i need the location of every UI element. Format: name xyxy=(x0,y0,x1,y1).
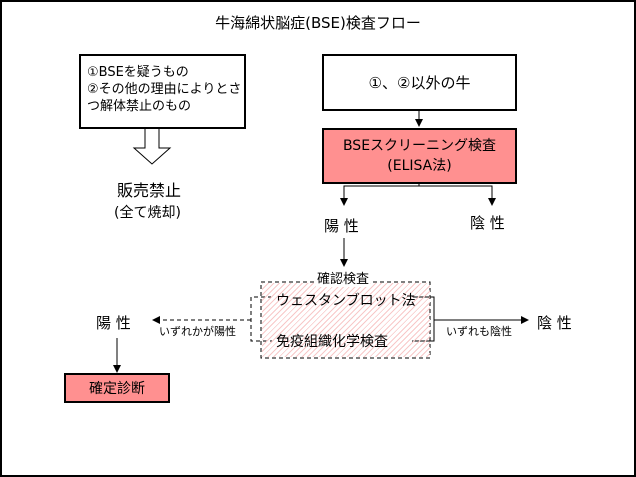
final-diagnosis-box: 確定診断 xyxy=(64,373,170,403)
suspected-cattle-box: ①BSEを疑うもの ②その他の理由によりとさ つ解体禁止のもの xyxy=(79,54,246,129)
screening-split xyxy=(343,185,493,205)
screening-negative-label: 陰 性 xyxy=(470,214,505,232)
left-box-line: ①BSEを疑うもの xyxy=(87,65,189,80)
other-cattle-label: ①、②以外の牛 xyxy=(368,74,471,92)
sale-ban-label: 販売禁止 xyxy=(117,181,182,200)
diagram-title: 牛海綿状脳症(BSE)検査フロー xyxy=(215,14,421,32)
left-box-line: ②その他の理由によりとさ xyxy=(87,82,242,97)
screening-test-box: BSEスクリーニング検査 (ELISA法) xyxy=(322,128,517,184)
sale-ban-sublabel: (全て焼却) xyxy=(114,205,181,221)
other-cattle-box: ①、②以外の牛 xyxy=(322,54,517,111)
final-negative-label: 陰 性 xyxy=(537,314,572,332)
final-positive-label: 陽 性 xyxy=(96,314,131,332)
final-diagnosis-label: 確定診断 xyxy=(89,381,145,397)
negative-condition-label: いずれも陰性 xyxy=(446,325,512,338)
left-box-line: つ解体禁止のもの xyxy=(87,99,192,114)
confirm-hatch xyxy=(262,283,430,357)
positive-bracket xyxy=(250,296,272,342)
confirm-method-ihc: 免疫組織化学検査 xyxy=(276,334,388,350)
screening-positive-label: 陽 性 xyxy=(324,217,359,235)
hollow-down-arrow-icon xyxy=(132,128,172,165)
screening-line2: (ELISA法) xyxy=(387,158,452,174)
confirm-method-western-blot: ウェスタンブロット法 xyxy=(276,293,416,309)
screening-line1: BSEスクリーニング検査 xyxy=(342,138,497,154)
positive-condition-label: いずれかが陽性 xyxy=(159,325,236,338)
confirm-test-title: 確認検査 xyxy=(316,268,371,287)
